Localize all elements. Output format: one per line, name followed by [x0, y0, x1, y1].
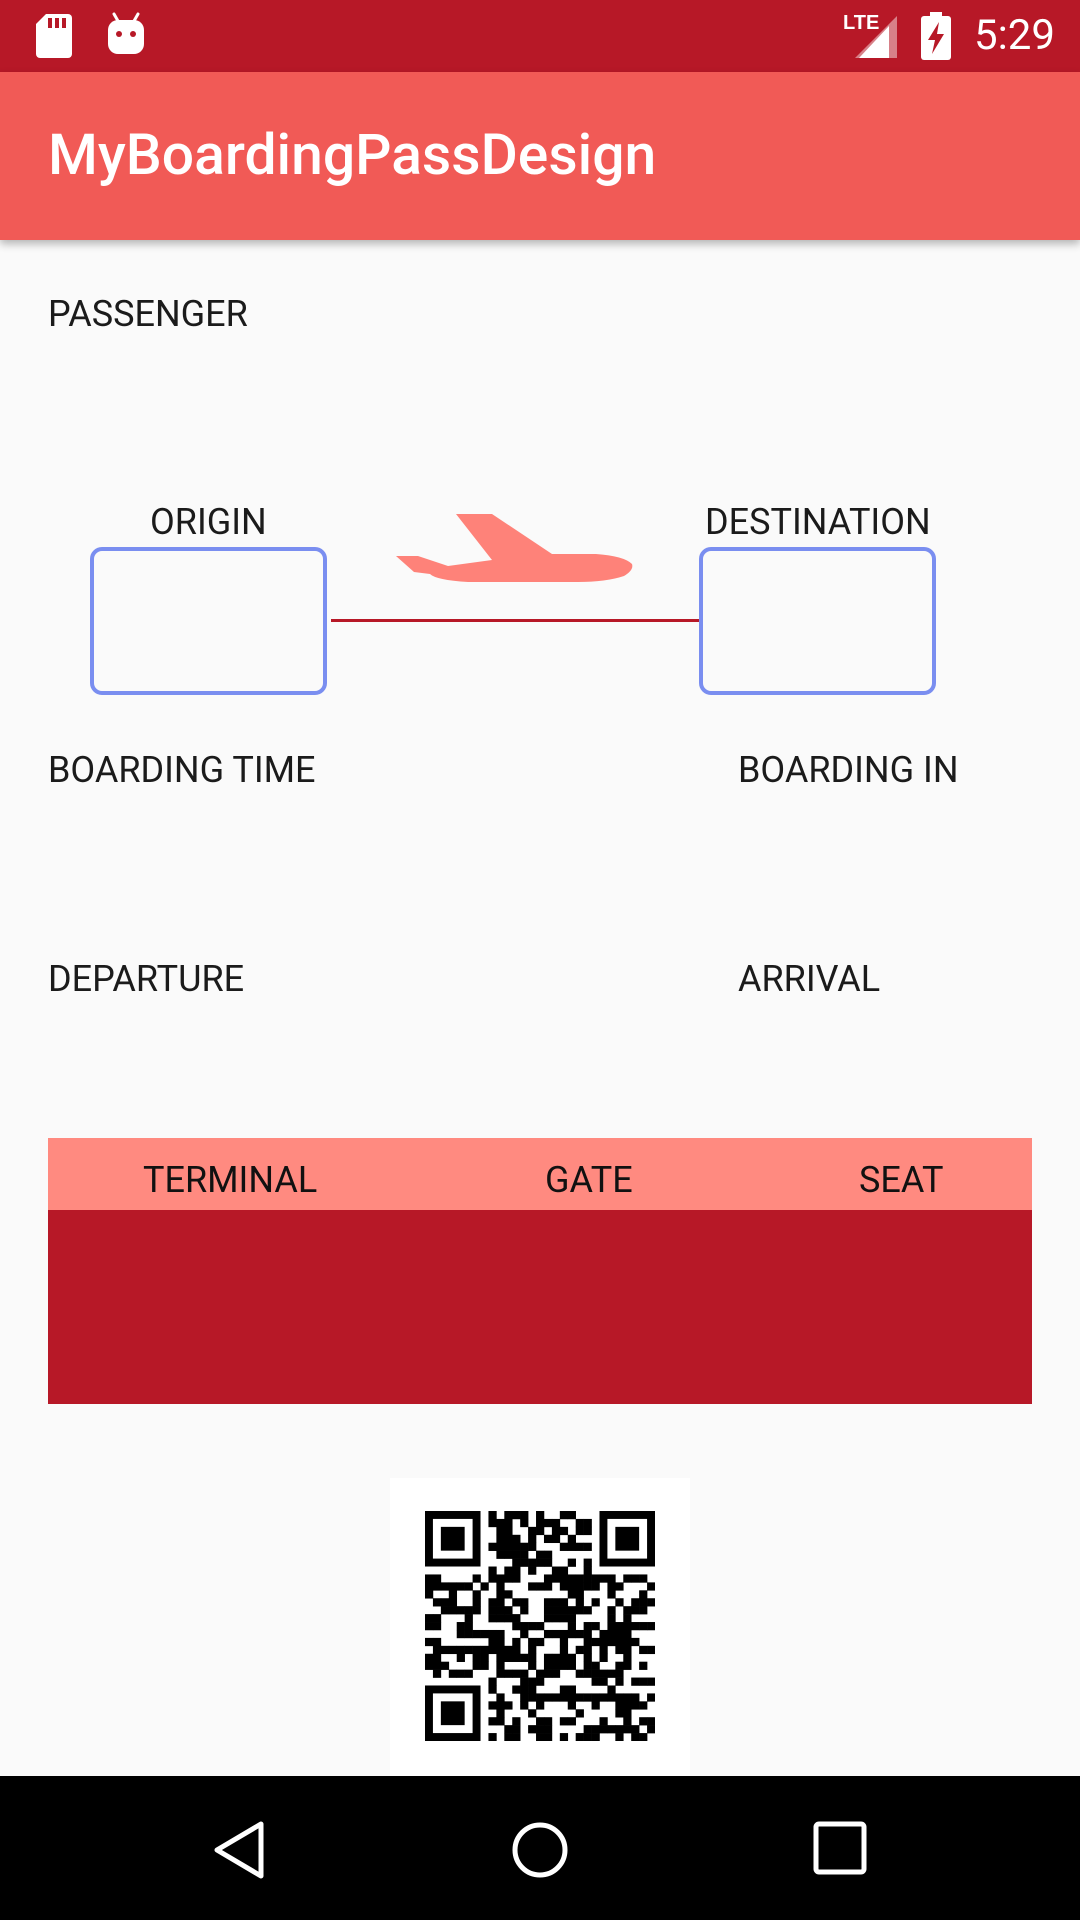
- passenger-label: PASSENGER: [48, 293, 248, 335]
- home-icon[interactable]: [510, 1820, 570, 1880]
- battery-charging-icon: [921, 12, 951, 60]
- back-icon[interactable]: [211, 1820, 271, 1880]
- network-type-label: LTE: [843, 12, 880, 34]
- lte-signal-icon: [855, 16, 897, 58]
- departure-label: DEPARTURE: [48, 958, 245, 1000]
- info-table-body: [48, 1210, 1032, 1404]
- airplane-icon: [396, 514, 633, 582]
- arrival-label: ARRIVAL: [738, 958, 881, 1000]
- status-time: 5:29: [974, 11, 1055, 60]
- qr-code: [425, 1511, 655, 1741]
- route-line: [331, 619, 699, 622]
- android-debug-icon: [108, 12, 144, 54]
- gate-column-label: GATE: [545, 1159, 633, 1201]
- boarding-in-label: BOARDING IN: [738, 749, 959, 791]
- app-title: MyBoardingPassDesign: [48, 121, 657, 188]
- app-bar: MyBoardingPassDesign: [0, 72, 1080, 240]
- sd-card-icon: [36, 14, 72, 58]
- status-bar: LTE 5:29: [0, 0, 1080, 72]
- terminal-column-label: TERMINAL: [143, 1159, 318, 1201]
- recents-icon[interactable]: [812, 1820, 868, 1876]
- info-table-header: [48, 1138, 1032, 1210]
- boarding-time-label: BOARDING TIME: [48, 749, 316, 791]
- destination-code-box: [699, 547, 936, 695]
- navigation-bar: [0, 1776, 1080, 1920]
- seat-column-label: SEAT: [859, 1159, 944, 1201]
- qr-code-card: [390, 1478, 690, 1778]
- origin-label: ORIGIN: [150, 501, 267, 543]
- origin-code-box: [90, 547, 327, 695]
- destination-label: DESTINATION: [705, 501, 931, 543]
